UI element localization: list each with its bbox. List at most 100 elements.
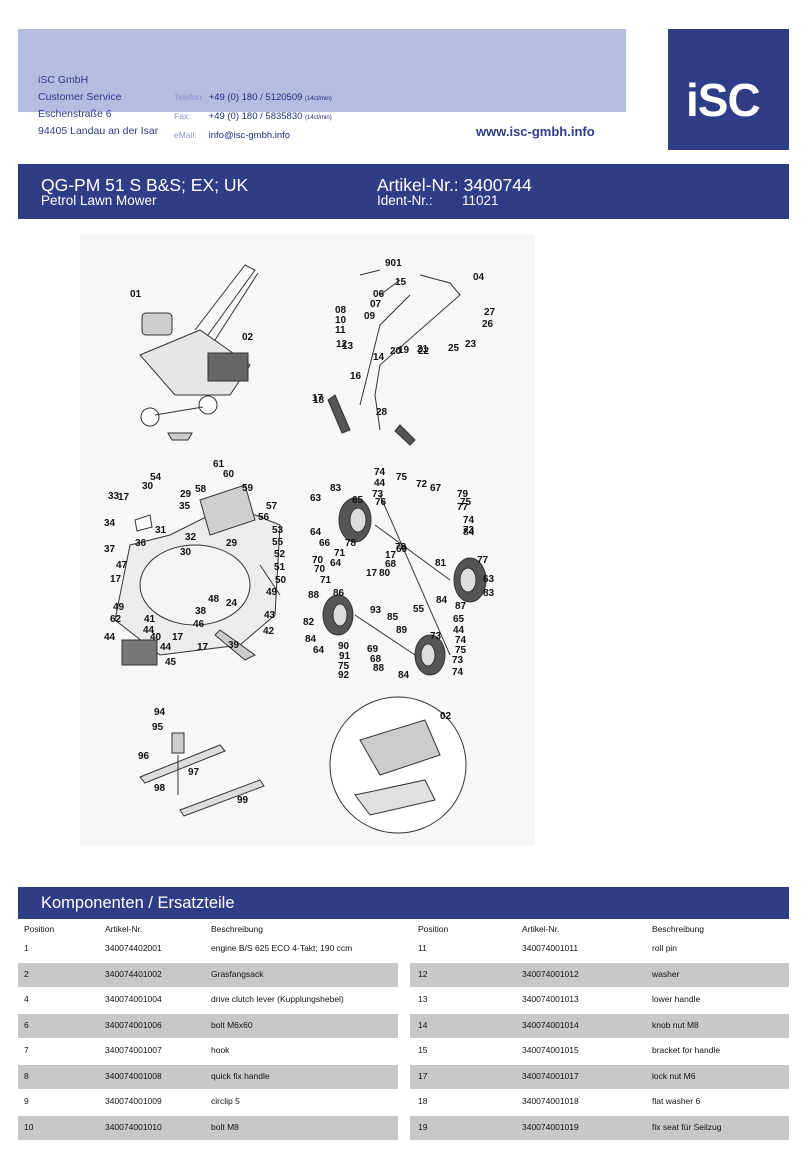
cell-pos: 7 xyxy=(24,1045,29,1055)
header-description-left: Beschreibung xyxy=(211,924,263,934)
callout-number: 04 xyxy=(473,272,485,283)
callout-number: 68 xyxy=(370,654,382,665)
callout-number: 73 xyxy=(372,489,384,500)
callout-number: 79 xyxy=(457,489,469,500)
header-band xyxy=(18,29,626,112)
callout-number: 27 xyxy=(484,307,496,318)
website-link[interactable]: www.isc-gmbh.info xyxy=(476,124,595,139)
cell-desc: hook xyxy=(211,1045,230,1055)
header-position-left: Position xyxy=(24,924,55,934)
callout-number: 75 xyxy=(460,497,472,508)
callout-number: 15 xyxy=(395,277,407,288)
header-position-right: Position xyxy=(418,924,449,934)
callout-number: 82 xyxy=(303,617,315,628)
cell-desc: fix seat für Seilzug xyxy=(652,1121,722,1132)
website-box[interactable]: www.isc-gmbh.info xyxy=(468,112,626,150)
callout-number: 71 xyxy=(334,548,346,559)
callout-number: 38 xyxy=(195,606,207,617)
callout-number: 40 xyxy=(150,632,162,643)
callout-number: 84 xyxy=(463,527,475,538)
cell-pos: 18 xyxy=(418,1096,428,1106)
callout-number: 17 xyxy=(110,574,122,585)
callout-number: 33 xyxy=(108,491,120,502)
cell-desc: bolt M8 xyxy=(211,1121,239,1132)
callout-number: 42 xyxy=(263,626,275,637)
callout-number: 64 xyxy=(310,527,322,538)
callout-number: 83 xyxy=(483,588,495,599)
cell-desc: lower handle xyxy=(652,994,701,1004)
callout-number: 76 xyxy=(375,497,387,508)
isc-logo: iSC xyxy=(668,29,789,150)
callout-number: 73 xyxy=(463,525,475,536)
callout-number: 37 xyxy=(104,544,116,555)
callout-number: 92 xyxy=(338,670,350,681)
callout-number: 70 xyxy=(312,555,324,566)
cell-pos: 10 xyxy=(24,1121,34,1132)
callout-number: 84 xyxy=(436,595,448,606)
cell-art: 340074001012 xyxy=(522,968,579,979)
callout-number: 87 xyxy=(455,601,467,612)
cell-art: 340074001019 xyxy=(522,1121,579,1132)
callout-number: 29 xyxy=(226,538,238,549)
callout-number: 67 xyxy=(430,483,442,494)
callout-number: 09 xyxy=(364,311,376,322)
callout-number: 75 xyxy=(455,645,467,656)
callout-number: 39 xyxy=(228,640,240,651)
callout-number: 88 xyxy=(373,663,385,674)
callout-number: 53 xyxy=(272,525,284,536)
cell-art: 340074001004 xyxy=(105,994,162,1004)
callout-number: 14 xyxy=(373,352,385,363)
article-number: Artikel-Nr.: 3400744 xyxy=(377,175,532,195)
callout-number: 69 xyxy=(396,544,408,555)
callout-number: 71 xyxy=(320,575,332,586)
cell-art: 340074001008 xyxy=(105,1070,162,1081)
callout-number: 19 xyxy=(398,345,410,356)
callout-number: 77 xyxy=(457,502,469,513)
grass-bag-illustration xyxy=(329,696,467,834)
cell-pos: 14 xyxy=(418,1019,428,1030)
cell-art: 340074001013 xyxy=(522,994,579,1004)
callout-number: 62 xyxy=(110,614,122,625)
callout-number: 29 xyxy=(180,489,192,500)
callout-number: 02 xyxy=(440,711,452,722)
logo-text: iSC xyxy=(686,74,761,126)
callout-number: 73 xyxy=(452,655,464,666)
callout-number: 89 xyxy=(396,625,408,636)
components-title: Komponenten / Ersatzteile xyxy=(41,894,235,912)
callout-number: 98 xyxy=(154,783,166,794)
callout-number: 30 xyxy=(142,481,154,492)
callout-number: 06 xyxy=(373,289,385,300)
cell-pos: 9 xyxy=(24,1096,29,1106)
cell-art: 340074402001 xyxy=(105,943,162,953)
handle-illustration xyxy=(327,269,461,446)
ident-label: Ident-Nr.: xyxy=(377,193,433,208)
cell-desc: knob nut M8 xyxy=(652,1019,699,1030)
table-row: 10 340074001010 bolt M8 xyxy=(18,1115,398,1140)
cell-desc: circlip 5 xyxy=(211,1096,240,1106)
callout-number: 80 xyxy=(379,568,391,579)
cell-desc: bolt M6x60 xyxy=(211,1019,253,1030)
cell-pos: 11 xyxy=(418,943,427,953)
callout-number: 84 xyxy=(305,634,317,645)
callout-number: 74 xyxy=(374,467,386,478)
contact-email[interactable]: eMail: info@isc-gmbh.info xyxy=(174,130,291,141)
callout-number: 72 xyxy=(416,479,428,490)
cell-desc: bracket for handle xyxy=(652,1045,721,1055)
cell-art: 340074001014 xyxy=(522,1019,579,1030)
callout-number: 30 xyxy=(180,547,192,558)
cell-art: 340074001015 xyxy=(522,1045,579,1055)
company-name: iSC GmbH xyxy=(38,74,89,86)
callout-number: 54 xyxy=(150,472,162,483)
cell-art: 340074001010 xyxy=(105,1121,162,1132)
callout-number: 17 xyxy=(312,393,324,404)
callout-number: 26 xyxy=(482,319,494,330)
callout-number: 99 xyxy=(237,795,249,806)
model-name: QG-PM 51 S B&S; EX; UK xyxy=(41,175,249,195)
callout-number: 24 xyxy=(226,598,238,609)
callout-number: 48 xyxy=(208,594,220,605)
cell-art: 340074001006 xyxy=(105,1019,162,1030)
